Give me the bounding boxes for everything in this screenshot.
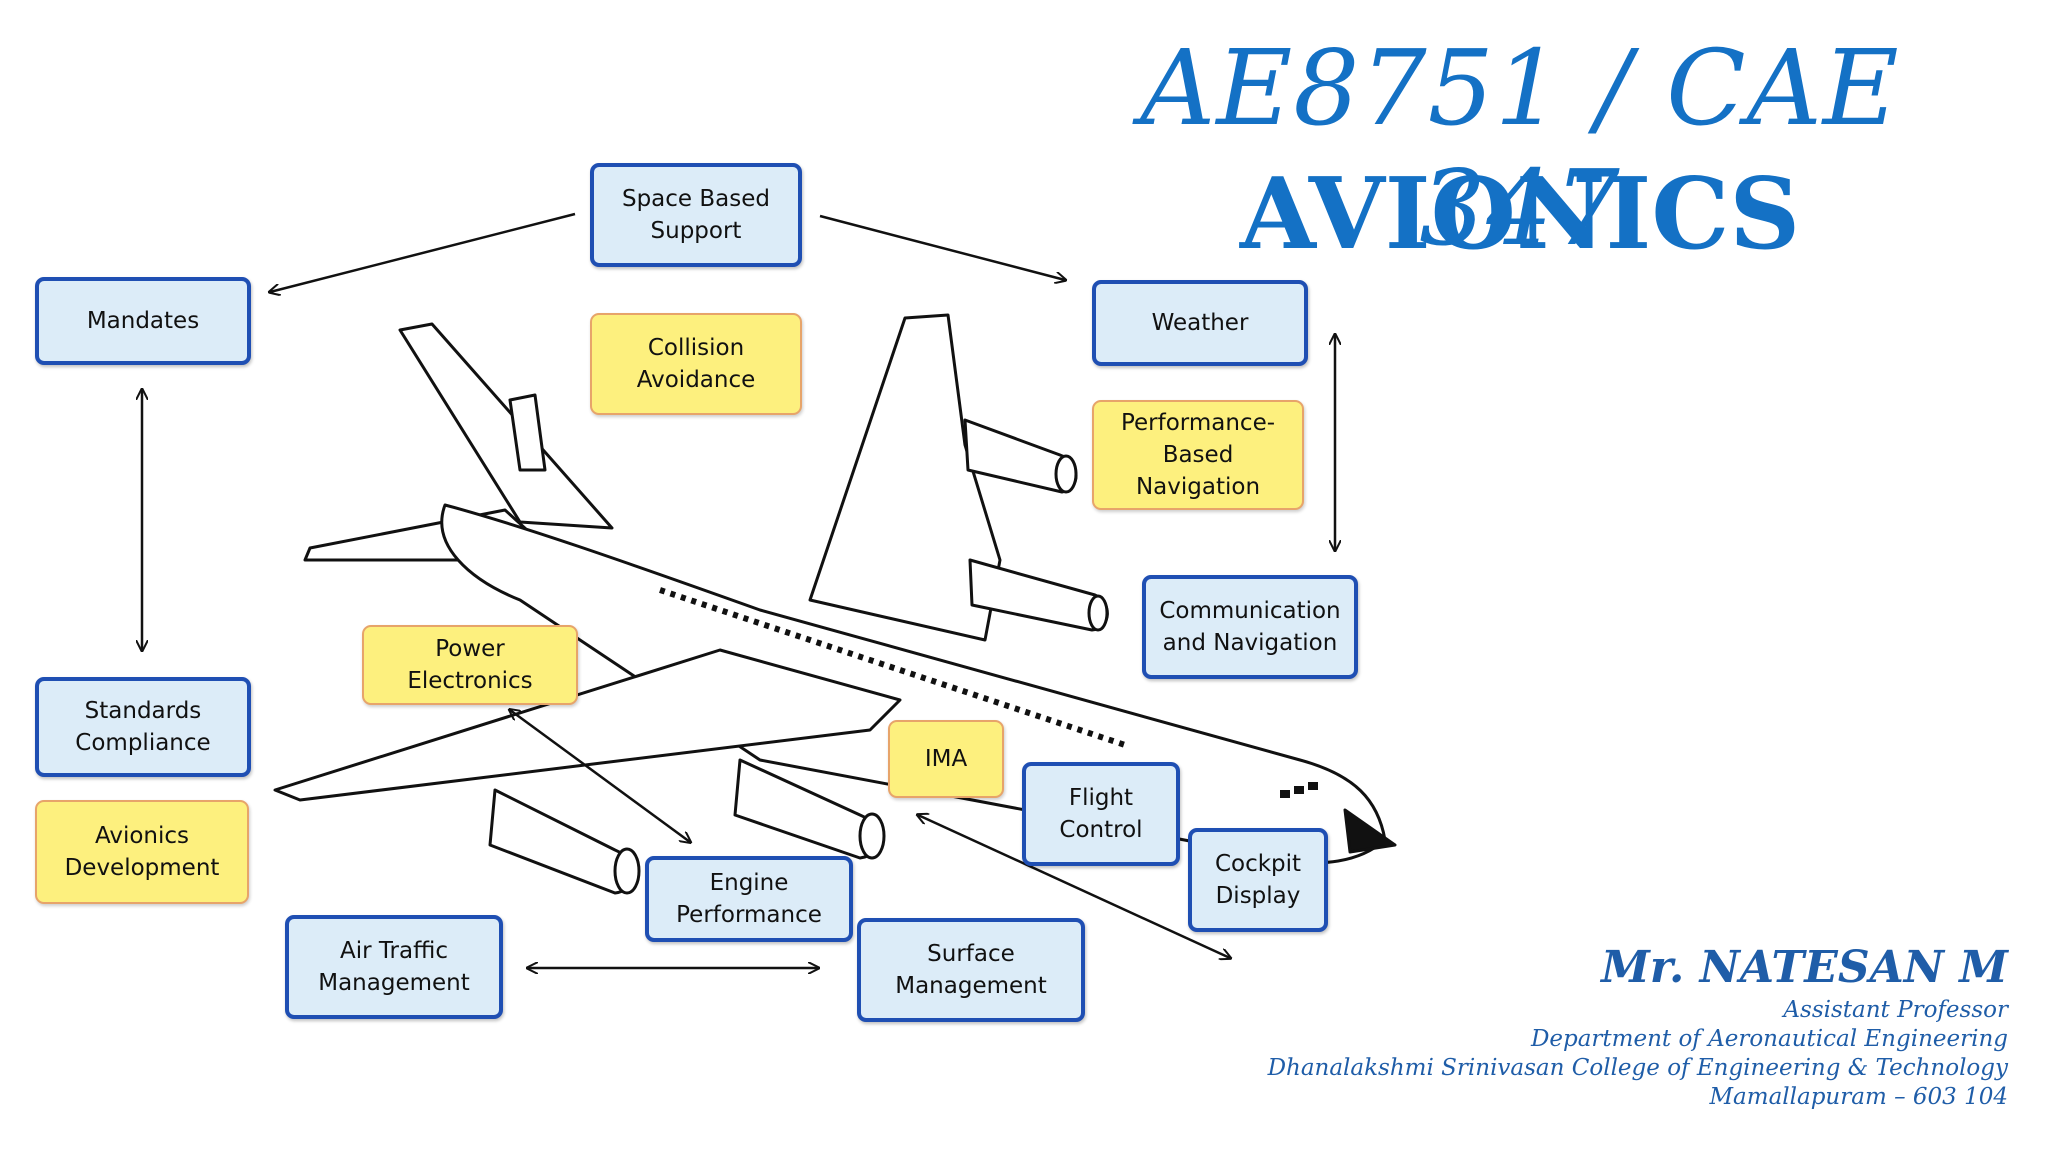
vertical-tail [398,322,614,530]
author-name: Mr. NATESAN M [1601,942,2008,993]
box-collision-avoidance: Collision Avoidance [590,313,802,415]
box-cockpit-display: Cockpit Display [1188,828,1328,932]
author-address: Mamallapuram – 603 104 [1709,1084,2009,1110]
box-ima: IMA [888,720,1004,798]
far-engine-outer-intake [1087,594,1109,632]
author-department: Department of Aeronautical Engineering [1530,1026,2008,1052]
box-mandates: Mandates [35,277,251,365]
box-power-electronics: Power Electronics [362,625,578,705]
box-space-based-support: Space Based Support [590,163,802,267]
box-flight-control: Flight Control [1022,762,1180,866]
box-surface-management: Surface Management [857,918,1085,1022]
subject-title: AVIONICS [1239,157,1801,272]
arrow-ima-cockpit [918,815,1230,958]
near-engine-outer-intake [613,847,641,895]
nose-cone [1343,808,1397,854]
author-college: Dhanalakshmi Srinivasan College of Engin… [1267,1055,2008,1081]
far-engine-inner-intake [1054,454,1078,494]
box-air-traffic-management: Air Traffic Management [285,915,503,1019]
box-performance-based-navigation: Performance- Based Navigation [1092,400,1304,510]
near-engine-outer [488,788,636,895]
author-designation: Assistant Professor [1783,997,2008,1023]
box-weather: Weather [1092,280,1308,366]
far-engine-outer [968,558,1109,632]
box-avionics-development: Avionics Development [35,800,249,904]
cabin-windows [659,587,1126,748]
course-code-title: AE8751 / CAE 347 [1140,27,1900,269]
arrow-space-to-mandates [270,212,576,292]
cockpit-windows [1280,782,1318,798]
tail-fin-small [508,393,547,472]
arrow-space-to-weather [819,214,1065,280]
box-communication-navigation: Communication and Navigation [1142,575,1358,679]
near-engine-inner-intake [858,812,886,860]
arrow-power-engine [510,710,690,842]
box-standards-compliance: Standards Compliance [35,677,251,777]
box-engine-performance: Engine Performance [645,856,853,942]
author-block: Mr. NATESAN M Assistant Professor Depart… [1268,940,2008,1112]
connector-arrows [142,212,1335,968]
